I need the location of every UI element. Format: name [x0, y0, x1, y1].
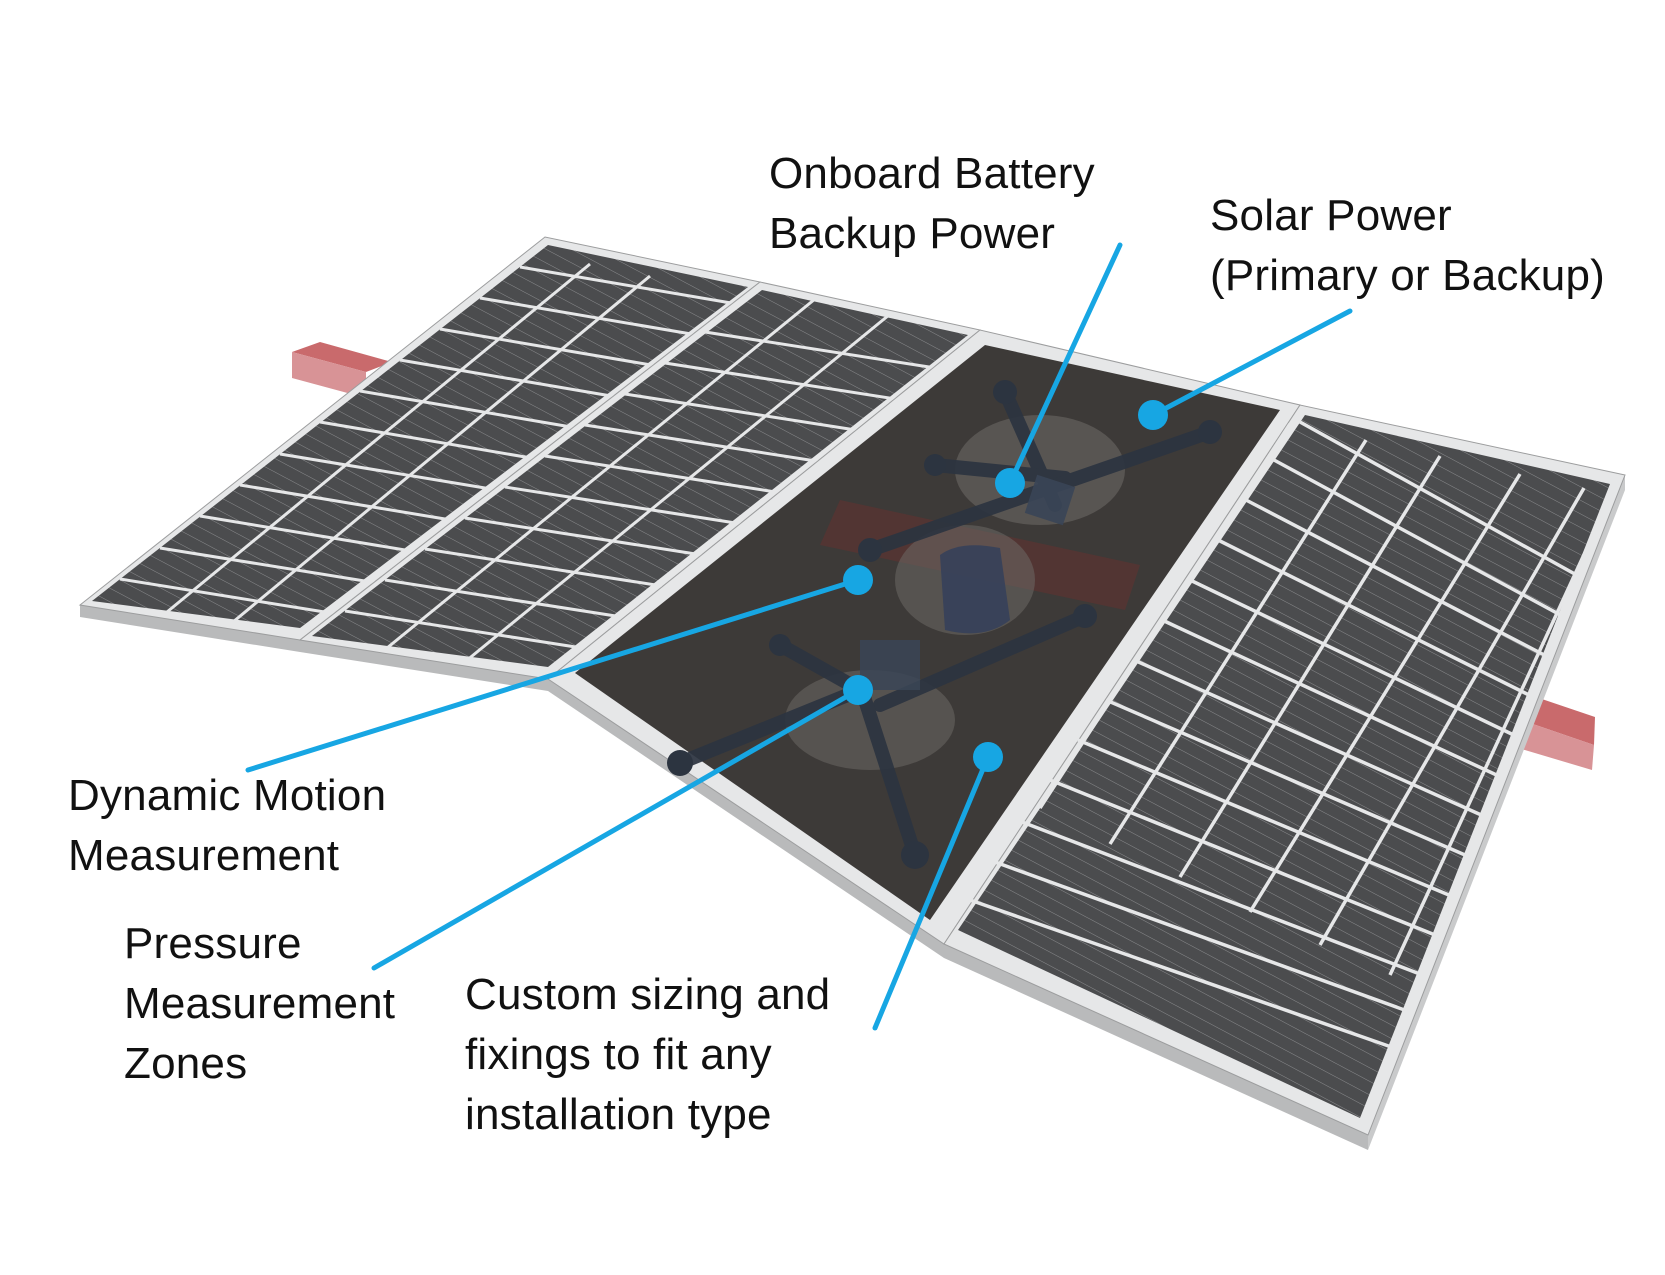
label-line: Measurement	[68, 831, 340, 880]
mounting-rail-right	[1518, 695, 1595, 770]
solar-panel-1	[78, 236, 762, 652]
callout-label-motion: Dynamic Motion Measurement	[68, 766, 386, 886]
callout-line-pressure	[371, 687, 861, 971]
cell-grid-2	[344, 297, 943, 663]
callout-label-pressure: Pressure Measurement Zones	[124, 914, 395, 1094]
callout-label-custom: Custom sizing and fixings to fit any ins…	[465, 965, 830, 1145]
callout-dots	[843, 400, 1168, 772]
callout-lines	[245, 242, 1353, 1031]
callout-dot-custom	[973, 742, 1003, 772]
battery-housing	[940, 545, 1010, 634]
label-line: fixings to fit any	[465, 1030, 772, 1079]
label-line: Solar Power	[1210, 191, 1452, 240]
callout-dot-motion	[843, 565, 873, 595]
callout-line-battery	[1007, 242, 1123, 486]
callout-line-solar	[1150, 308, 1353, 418]
solar-panel-2	[298, 281, 982, 691]
label-line: Dynamic Motion	[68, 771, 387, 820]
sensor-device-panel	[547, 329, 1301, 958]
label-line: Backup Power	[769, 209, 1056, 258]
callout-label-solar: Solar Power (Primary or Backup)	[1210, 186, 1605, 306]
callout-dot-solar	[1138, 400, 1168, 430]
callout-line-custom	[872, 754, 991, 1031]
label-line: Zones	[124, 1039, 248, 1088]
label-line: Custom sizing and	[465, 970, 831, 1019]
solar-panel-4	[943, 404, 1626, 1150]
hub-block	[1024, 474, 1076, 526]
cell-grid-1	[119, 262, 738, 624]
label-line: Pressure	[124, 919, 302, 968]
callout-line-motion	[245, 577, 861, 773]
label-line: (Primary or Backup)	[1210, 251, 1605, 300]
label-line: installation type	[465, 1090, 772, 1139]
label-line: Onboard Battery	[769, 149, 1095, 198]
label-line: Measurement	[124, 979, 396, 1028]
cell-grid-4	[969, 420, 1602, 1052]
callout-label-battery: Onboard Battery Backup Power	[769, 144, 1095, 264]
sensor-arm-feet	[667, 380, 1222, 869]
callout-dot-battery	[995, 468, 1025, 498]
mounting-rail-left	[292, 342, 392, 398]
callout-dot-pressure	[843, 675, 873, 705]
